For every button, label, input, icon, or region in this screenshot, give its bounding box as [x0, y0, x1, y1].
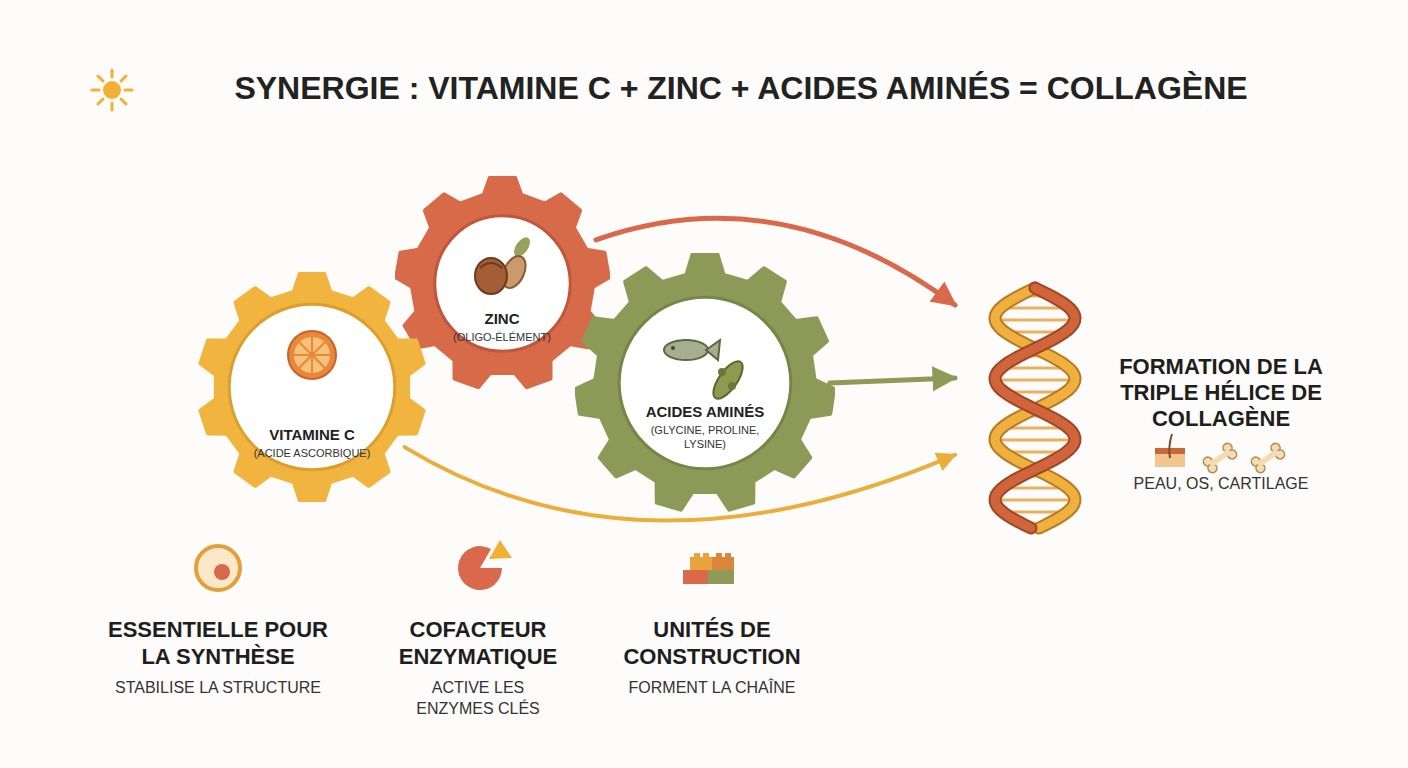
bone-shaft: [1208, 449, 1231, 468]
gear-shape: [575, 253, 835, 513]
gear-body: [576, 255, 834, 510]
helix-rung: [995, 439, 1075, 442]
bone-end: [1221, 442, 1234, 455]
node-text-group: FORMATION DE LA TRIPLE HÉLICE DE COLLAGÈ…: [1105, 354, 1337, 494]
helix-rung: [1001, 307, 1070, 310]
helix-rung: [995, 379, 1075, 382]
helix-rung: [1025, 403, 1046, 406]
helix-rung: [995, 499, 1075, 502]
node-subtitle: (OLIGO-ÉLÉMENT): [442, 330, 562, 344]
gear-node: VITAMINE C (ACIDE ASCORBIQUE): [197, 272, 427, 502]
brick-stud: [694, 553, 700, 557]
helix-strand: [995, 288, 1075, 528]
gear-node: ZINC (OLIGO-ÉLÉMENT): [395, 176, 610, 391]
node-subtitle: (GLYCINE, PROLINE, LYSINE): [640, 423, 770, 451]
hair: [1169, 434, 1172, 458]
helix-rung: [1003, 511, 1067, 514]
bone-icon: [1250, 442, 1287, 475]
gear-body: [396, 178, 609, 388]
helix-rung: [1002, 487, 1068, 490]
bone-end: [1254, 462, 1267, 475]
node-text-group: ACIDES AMINÉS (GLYCINE, PROLINE, LYSINE): [640, 403, 770, 451]
brick: [712, 557, 734, 570]
brick: [708, 570, 734, 584]
skin-icon: [1155, 434, 1185, 467]
cell-membrane: [196, 546, 240, 590]
bone-end: [1250, 455, 1263, 468]
helix-rung: [1004, 451, 1067, 454]
helix-strand: [995, 288, 1075, 528]
node-subtitle: (ACIDE ASCORBIQUE): [237, 446, 387, 460]
result-node: FORMATION DE LA TRIPLE HÉLICE DE COLLAGÈ…: [955, 280, 1345, 535]
helix-strand-outline: [995, 288, 1075, 528]
feature-caption: ACTIVE LES ENZYMES CLÉS: [403, 677, 553, 719]
feature-heading: ESSENTIELLE POUR LA SYNTHÈSE: [93, 616, 343, 670]
diagram-title: SYNERGIE : VITAMINE C + ZINC + ACIDES AM…: [136, 70, 1346, 107]
collagen-helix: [995, 288, 1075, 528]
cell-icon: [196, 546, 240, 590]
node-title: FORMATION DE LA TRIPLE HÉLICE DE COLLAGÈ…: [1105, 354, 1337, 432]
bone-end: [1274, 448, 1287, 461]
bone-end: [1269, 442, 1282, 455]
feature-caption: FORMENT LA CHAÎNE: [592, 677, 832, 698]
brick-stud: [725, 553, 731, 557]
helix-rung: [1024, 463, 1047, 466]
helix-strand-outline: [995, 288, 1075, 528]
gear-node: ACIDES AMINÉS (GLYCINE, PROLINE, LYSINE): [575, 253, 835, 513]
enzyme-icon: [458, 540, 512, 590]
helix-rung: [1022, 475, 1048, 478]
node-text-group: VITAMINE C (ACIDE ASCORBIQUE): [237, 426, 387, 460]
helix-rung: [1023, 523, 1048, 526]
bone-shaft: [1256, 449, 1279, 468]
helix-rung: [1021, 415, 1049, 418]
helix-rung: [995, 319, 1075, 322]
helix-rung: [1019, 295, 1051, 298]
feature-heading: COFACTEUR ENZYMATIQUE: [358, 616, 598, 670]
bone-end: [1202, 455, 1215, 468]
bone-end: [1206, 462, 1219, 475]
bricks-icon: [683, 553, 734, 584]
sun-disc: [103, 81, 121, 99]
enzyme-substrate: [489, 540, 512, 559]
enzyme-body: [458, 546, 502, 590]
brick: [690, 557, 712, 570]
skin-layer: [1155, 454, 1185, 467]
gear-body: [200, 274, 423, 501]
bone-end: [1226, 448, 1239, 461]
node-text-group: ZINC (OLIGO-ÉLÉMENT): [442, 310, 562, 344]
helix-rung: [1026, 343, 1045, 346]
sun-rays: [92, 70, 132, 110]
brick: [683, 570, 708, 584]
gear-hub: [435, 216, 570, 351]
brick-stud: [703, 553, 709, 557]
node-title: VITAMINE C: [237, 426, 387, 444]
node-subtitle: PEAU, OS, CARTILAGE: [1105, 474, 1337, 494]
skin-layer: [1155, 448, 1185, 454]
gear-shape: [197, 272, 427, 502]
node-title: ZINC: [442, 310, 562, 328]
helix-rung: [1005, 331, 1065, 334]
helix-rung: [1001, 367, 1069, 370]
bone-icon: [1202, 442, 1239, 475]
gear-hub: [229, 304, 395, 470]
cell-nucleus: [214, 564, 230, 580]
feature-caption: STABILISE LA STRUCTURE: [88, 677, 348, 698]
feature-heading: UNITÉS DE CONSTRUCTION: [597, 616, 827, 670]
sun-icon: [92, 70, 132, 110]
node-title: ACIDES AMINÉS: [640, 403, 770, 421]
gear-hub: [619, 297, 791, 469]
gear-shape: [395, 176, 610, 391]
helix-rung: [1004, 391, 1066, 394]
flow-arrow: [830, 378, 955, 383]
helix-rung: [1002, 427, 1069, 430]
helix-rung: [1020, 355, 1050, 358]
brick-stud: [716, 553, 722, 557]
